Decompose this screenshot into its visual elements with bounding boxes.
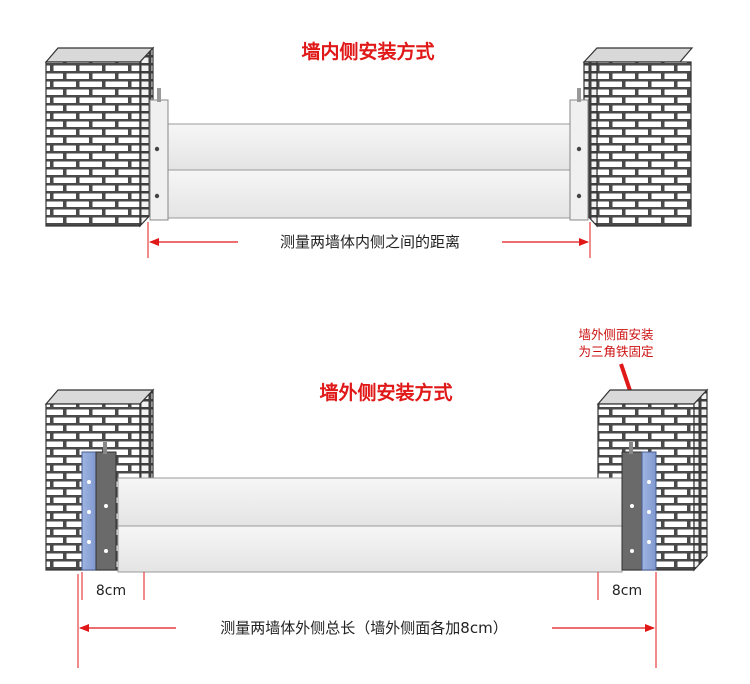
top-title: 墙内侧安装方式 [301,40,434,63]
top-right-bracket [569,88,589,221]
bottom-measurement: 测量两墙体外侧总长（墙外侧面各加8cm） [77,574,657,668]
bottom-title: 墙外侧安装方式 [319,381,452,404]
top-right-pillar [582,47,694,228]
right-8cm-label: 8cm [612,583,642,599]
bottom-flood-panels [117,477,623,573]
top-diagram: 墙内侧安装方式 [44,40,694,258]
bottom-left-bracket [81,442,117,571]
top-measure-label: 测量两墙体内侧之间的距离 [280,233,460,251]
top-left-bracket [149,88,169,221]
left-8cm-marker: 8cm [81,572,145,600]
top-left-pillar [44,46,155,228]
right-8cm-marker: 8cm [597,572,657,600]
bottom-right-bracket [621,442,657,571]
left-8cm-label: 8cm [96,583,126,599]
note-line-1: 墙外侧面安装 [578,327,653,342]
top-flood-panels [167,123,571,219]
top-measurement: 测量两墙体内侧之间的距离 [147,222,591,258]
bottom-measure-label: 测量两墙体外侧总长（墙外侧面各加8cm） [220,619,507,637]
note-line-2: 为三角铁固定 [578,344,653,359]
bottom-diagram: 墙外侧安装方式 墙外侧面安装 为三角铁固定 [44,327,709,668]
